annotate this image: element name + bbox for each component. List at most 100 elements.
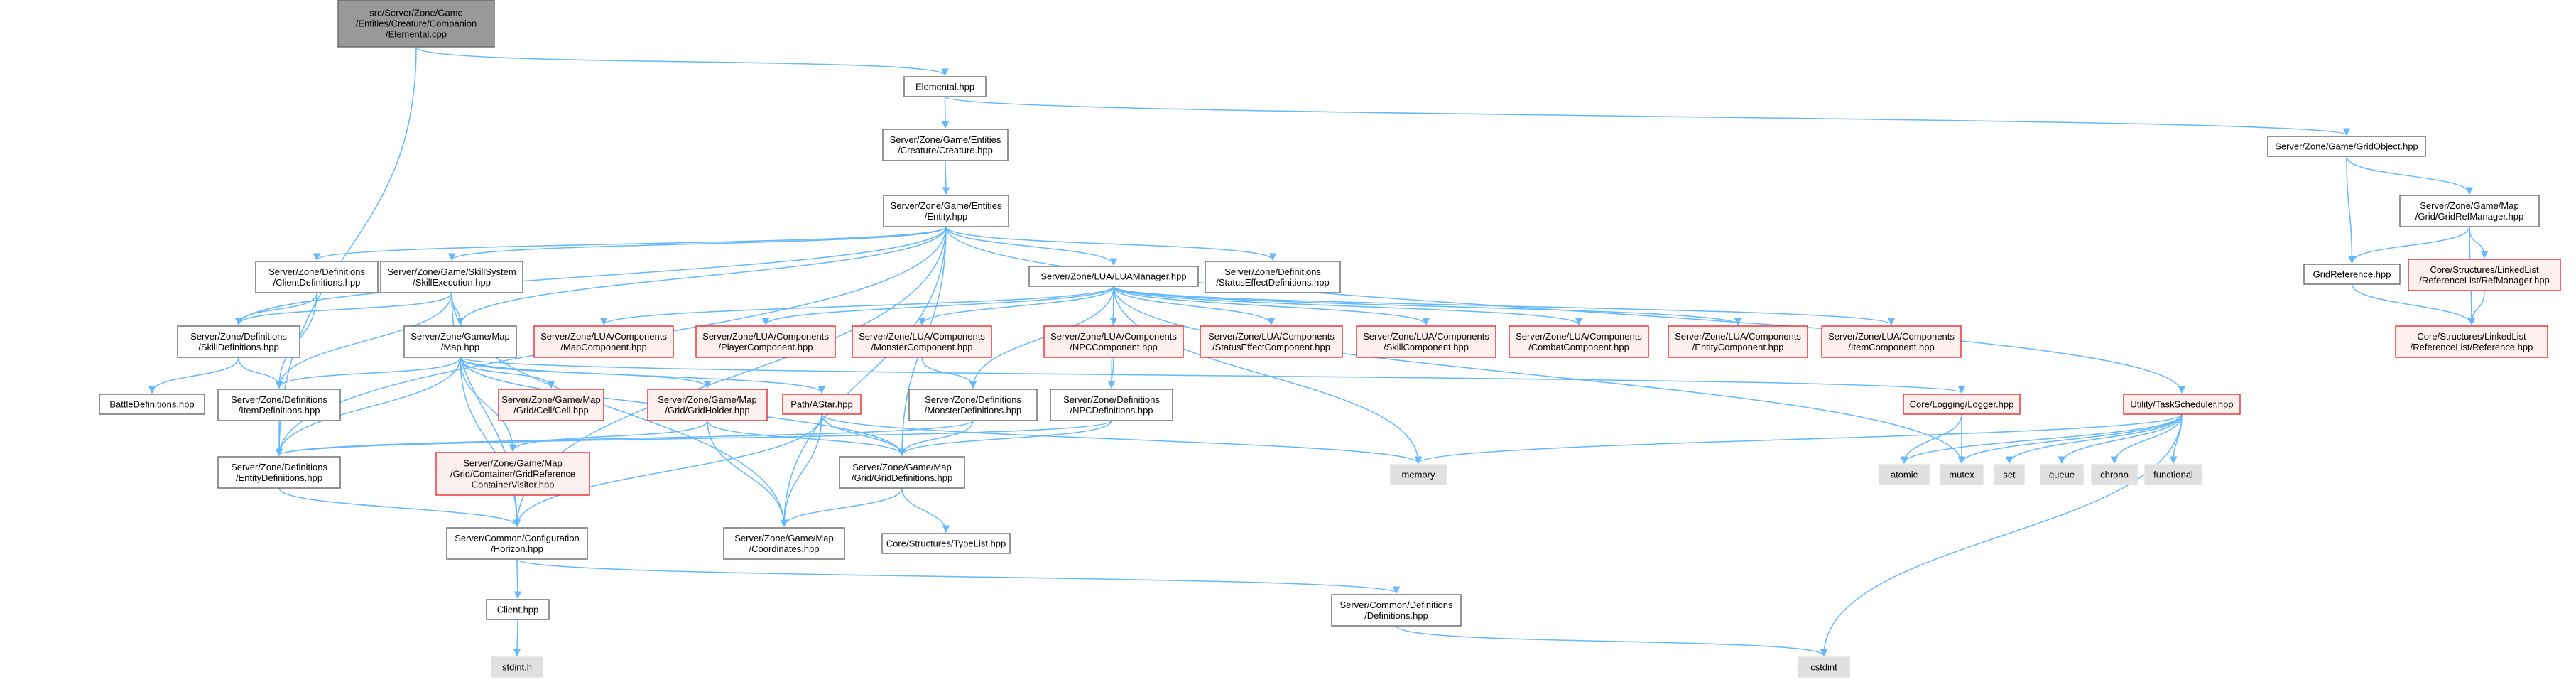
node-stdint_h: stdint.h <box>491 656 543 678</box>
node-label-line: /Entities/Creature/Companion <box>356 18 477 29</box>
node-statuseffectdefs_hpp[interactable]: Server/Zone/Definitions/StatusEffectDefi… <box>1205 261 1341 293</box>
node-skillexec_hpp[interactable]: Server/Zone/Game/SkillSystem/SkillExecut… <box>380 261 523 293</box>
edge-clientdefs_hpp-to-skilldefs_hpp <box>234 292 317 326</box>
node-skilldefs_hpp[interactable]: Server/Zone/Definitions/SkillDefinitions… <box>177 325 300 358</box>
node-cell_hpp[interactable]: Server/Zone/Game/Map/Grid/Cell/Cell.hpp <box>498 389 604 421</box>
node-box <box>2267 136 2426 157</box>
edge-entity_hpp-to-clientdefs_hpp <box>313 226 947 261</box>
node-combatcomp_hpp[interactable]: Server/Zone/LUA/Components/CombatCompone… <box>1509 325 1649 358</box>
edge-luamanager_hpp-to-monsterdefs_hpp <box>969 286 1114 389</box>
node-label-line: /Definitions.hpp <box>1364 610 1428 621</box>
node-luamanager_hpp[interactable]: Server/Zone/LUA/LUAManager.hpp <box>1028 266 1199 287</box>
node-label-line: /Grid/Cell/Cell.hpp <box>513 405 589 416</box>
node-logger_hpp[interactable]: Core/Logging/Logger.hpp <box>1903 394 2021 415</box>
node-label-line: /PlayerComponent.hpp <box>719 342 813 352</box>
node-npcdefs_hpp[interactable]: Server/Zone/Definitions/NPCDefinitions.h… <box>1050 389 1173 421</box>
node-label-line: /StatusEffectDefinitions.hpp <box>1216 277 1329 288</box>
node-gridreference_hpp[interactable]: GridReference.hpp <box>2303 264 2401 285</box>
node-itemcomp_hpp[interactable]: Server/Zone/LUA/Components/ItemComponent… <box>1821 325 1962 358</box>
node-box <box>498 389 604 421</box>
node-gridholder_hpp[interactable]: Server/Zone/Game/Map/Grid/GridHolder.hpp <box>647 389 768 421</box>
edge-griddefs_hpp-to-coordinates_hpp <box>780 487 903 528</box>
edge-map_hpp-to-gridrefvisitor_hpp <box>460 357 517 453</box>
node-box <box>486 599 550 620</box>
node-npccomp_hpp[interactable]: Server/Zone/LUA/Components/NPCComponent.… <box>1043 325 1184 358</box>
edge-entity_hpp-to-map_hpp <box>456 226 947 326</box>
node-griddefs_hpp[interactable]: Server/Zone/Game/Map/Grid/GridDefinition… <box>839 456 965 489</box>
edge-refmanager_hpp-to-reference_hpp <box>2467 290 2485 326</box>
node-label-line: /Entity.hpp <box>925 211 967 222</box>
node-coordinates_hpp[interactable]: Server/Zone/Game/Map/Coordinates.hpp <box>723 527 845 560</box>
edge-astar_hpp-to-horizon_hpp <box>513 413 822 528</box>
node-statuseffectcomp_hpp[interactable]: Server/Zone/LUA/Components/StatusEffectC… <box>1200 325 1343 358</box>
node-gridrefvisitor_hpp[interactable]: Server/Zone/Game/Map/Grid/Container/Grid… <box>435 452 590 496</box>
edge-astar_hpp-to-memory <box>821 413 1423 465</box>
node-horizon_hpp[interactable]: Server/Common/Configuration/Horizon.hpp <box>446 527 588 560</box>
node-gridobject_hpp[interactable]: Server/Zone/Game/GridObject.hpp <box>2267 136 2426 157</box>
node-label-line: Server/Zone/Game/Entities <box>891 200 1002 211</box>
edge-gridrefmanager_hpp-to-refmanager_hpp <box>2469 226 2489 259</box>
node-box <box>882 129 1009 161</box>
node-commondefs_hpp[interactable]: Server/Common/Definitions/Definitions.hp… <box>1331 594 1462 627</box>
node-label-line: Server/Zone/LUA/Components <box>1516 331 1642 342</box>
node-reference_hpp[interactable]: Core/Structures/LinkedList/ReferenceList… <box>2395 325 2548 358</box>
node-box <box>1205 261 1341 293</box>
node-client_hpp[interactable]: Client.hpp <box>486 599 550 620</box>
node-refmanager_hpp[interactable]: Core/Structures/LinkedList/ReferenceList… <box>2408 259 2561 291</box>
node-label-line: Server/Zone/Game/SkillSystem <box>387 266 516 277</box>
node-box <box>2040 464 2084 485</box>
node-monsterdefs_hpp[interactable]: Server/Zone/Definitions/MonsterDefinitio… <box>908 389 1038 421</box>
node-queue: queue <box>2040 464 2084 485</box>
node-playercomp_hpp[interactable]: Server/Zone/LUA/Components/PlayerCompone… <box>695 325 836 358</box>
edge-skilldefs_hpp-to-itemdefs_hpp <box>238 357 283 389</box>
node-map_hpp[interactable]: Server/Zone/Game/Map/Map.hpp <box>403 325 517 358</box>
edge-map_hpp-to-astar_hpp <box>460 357 826 394</box>
node-box <box>1331 594 1462 627</box>
node-label-line: Server/Zone/LUA/Components <box>702 331 829 342</box>
node-label-line: /ClientDefinitions.hpp <box>273 277 361 288</box>
edge-luamanager_hpp-to-entitycomp_hpp <box>1113 286 1741 326</box>
node-mapcomp_hpp[interactable]: Server/Zone/LUA/Components/MapComponent.… <box>533 325 674 358</box>
node-clientdefs_hpp[interactable]: Server/Zone/Definitions/ClientDefinition… <box>255 261 379 293</box>
edge-skillexec_hpp-to-itemdefs_hpp <box>275 292 452 389</box>
node-label-line: memory <box>1402 470 1435 480</box>
node-box <box>2123 394 2241 415</box>
node-label-line: /SkillDefinitions.hpp <box>198 342 278 352</box>
node-entity_hpp[interactable]: Server/Zone/Game/Entities/Entity.hpp <box>883 195 1009 227</box>
node-creature_hpp[interactable]: Server/Zone/Game/Entities/Creature/Creat… <box>882 129 1009 161</box>
node-label-line: Server/Zone/Game/Map <box>658 394 756 405</box>
edge-elemental_hpp-to-creature_hpp <box>941 96 950 129</box>
node-box <box>782 394 862 415</box>
node-entitycomp_hpp[interactable]: Server/Zone/LUA/Components/EntityCompone… <box>1668 325 1808 358</box>
node-label-line: queue <box>2049 470 2075 480</box>
edge-elemental_cpp-to-elemental_hpp <box>415 46 949 77</box>
node-box <box>903 76 987 97</box>
edge-gridobject_hpp-to-gridrefmanager_hpp <box>2346 156 2474 195</box>
node-elemental_hpp[interactable]: Elemental.hpp <box>903 76 987 97</box>
edge-client_hpp-to-stdint_h <box>513 619 521 657</box>
edge-taskscheduler_hpp-to-cstdint <box>1820 413 2183 657</box>
node-gridrefmanager_hpp[interactable]: Server/Zone/Game/Map/Grid/GridRefManager… <box>2399 195 2540 227</box>
edge-gridreference_hpp-to-reference_hpp <box>2351 283 2476 326</box>
node-box <box>2408 259 2561 291</box>
node-label-line: /MapComponent.hpp <box>560 342 646 352</box>
edge-taskscheduler_hpp-to-mutex <box>1957 413 2183 465</box>
node-skillcomp_hpp[interactable]: Server/Zone/LUA/Components/SkillComponen… <box>1356 325 1496 358</box>
node-label-line: ContainerVisitor.hpp <box>472 480 555 490</box>
edge-taskscheduler_hpp-to-atomic <box>1900 413 2183 465</box>
node-taskscheduler_hpp[interactable]: Utility/TaskScheduler.hpp <box>2123 394 2241 415</box>
node-label-line: Server/Zone/Game/Map <box>501 394 600 405</box>
edge-map_hpp-to-entitydefs_hpp <box>275 357 461 457</box>
node-label-line: /Grid/Container/GridReference <box>450 469 575 480</box>
node-label-line: /MonsterDefinitions.hpp <box>925 405 1022 416</box>
node-typelist_hpp[interactable]: Core/Structures/TypeList.hpp <box>881 533 1011 554</box>
node-itemdefs_hpp[interactable]: Server/Zone/Definitions/ItemDefinitions.… <box>217 389 341 421</box>
node-label-line: /StatusEffectComponent.hpp <box>1212 342 1330 352</box>
node-astar_hpp[interactable]: Path/AStar.hpp <box>782 394 862 415</box>
node-label-line: /Coordinates.hpp <box>749 543 819 554</box>
node-elemental_cpp[interactable]: src/Server/Zone/Game/Entities/Creature/C… <box>337 0 495 48</box>
edge-entity_hpp-to-luamanager_hpp <box>945 226 1118 266</box>
node-battledefs_hpp[interactable]: BattleDefinitions.hpp <box>99 394 205 415</box>
node-entitydefs_hpp[interactable]: Server/Zone/Definitions/EntityDefinition… <box>217 456 341 489</box>
node-monstercomp_hpp[interactable]: Server/Zone/LUA/Components/MonsterCompon… <box>852 325 992 358</box>
